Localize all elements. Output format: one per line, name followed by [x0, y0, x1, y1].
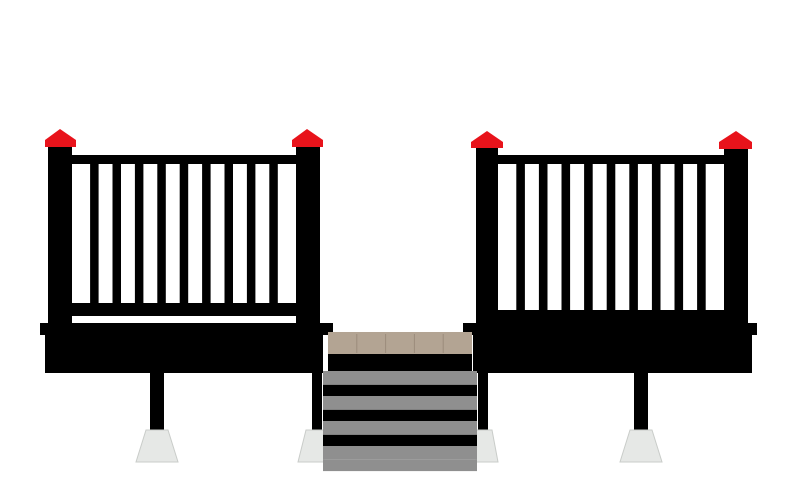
left-post-cap-right [292, 129, 323, 147]
right-railing-baluster [584, 164, 593, 310]
right-railing [471, 131, 752, 326]
left-railing-post-left [48, 145, 72, 325]
right-deck-leg-inner [478, 372, 488, 436]
left-railing-baluster [90, 164, 99, 303]
left-deck-leg-outer [150, 372, 164, 436]
right-railing-baluster [674, 164, 684, 310]
stair-top-band [328, 354, 472, 371]
stair-top-tread-lines [356, 334, 444, 353]
stairs [323, 332, 477, 472]
stair-step-band [323, 409, 477, 422]
right-deck-section [463, 131, 757, 463]
stair-steps [323, 371, 477, 472]
right-railing-bottom-rail [498, 310, 726, 323]
stair-step-riser [323, 459, 477, 472]
left-deck-platform [45, 333, 323, 373]
right-railing-baluster [629, 164, 638, 310]
right-railing-baluster [697, 164, 706, 310]
right-railing-baluster [651, 164, 661, 310]
right-railing-post-right [724, 146, 748, 326]
right-post-cap-right [719, 131, 752, 149]
left-deck-section [40, 129, 333, 463]
right-railing-top-rail [498, 155, 726, 164]
left-deck-footing-outer [135, 429, 179, 463]
right-post-cap-left [471, 131, 503, 148]
stair-top-tread [328, 332, 472, 354]
right-deck-platform-lip [463, 323, 757, 335]
left-railing-balusters [90, 164, 278, 303]
left-railing-baluster [269, 164, 278, 303]
right-railing-baluster [516, 164, 525, 310]
right-railing-baluster [538, 164, 548, 310]
stair-step-band [323, 384, 477, 397]
right-railing-baluster [561, 164, 571, 310]
right-railing-baluster [606, 164, 616, 310]
right-deck-footing-outer [619, 429, 663, 463]
right-deck-platform [473, 333, 752, 373]
left-railing-baluster [112, 164, 121, 303]
left-post-cap-left [45, 129, 76, 147]
left-deck-platform-lip [40, 323, 333, 335]
left-railing-baluster [246, 164, 256, 303]
left-deck-leg-inner [312, 372, 322, 436]
left-railing-baluster [134, 164, 144, 303]
left-railing-baluster [179, 164, 189, 303]
left-railing-baluster [157, 164, 166, 303]
stair-step-riser [323, 421, 477, 435]
left-railing-bottom-rail [72, 303, 298, 316]
left-railing-top-rail [72, 155, 298, 164]
right-railing-balusters [516, 164, 706, 310]
stair-step-riser [323, 396, 477, 410]
stair-step-riser [323, 446, 477, 460]
right-railing-post-left [476, 146, 498, 326]
stair-step-band [323, 434, 477, 447]
left-railing [45, 129, 323, 325]
left-railing-baluster [202, 164, 211, 303]
right-deck-leg-outer [634, 372, 648, 436]
left-railing-baluster [224, 164, 233, 303]
stair-step-riser [323, 371, 477, 385]
left-railing-post-right [296, 145, 320, 325]
